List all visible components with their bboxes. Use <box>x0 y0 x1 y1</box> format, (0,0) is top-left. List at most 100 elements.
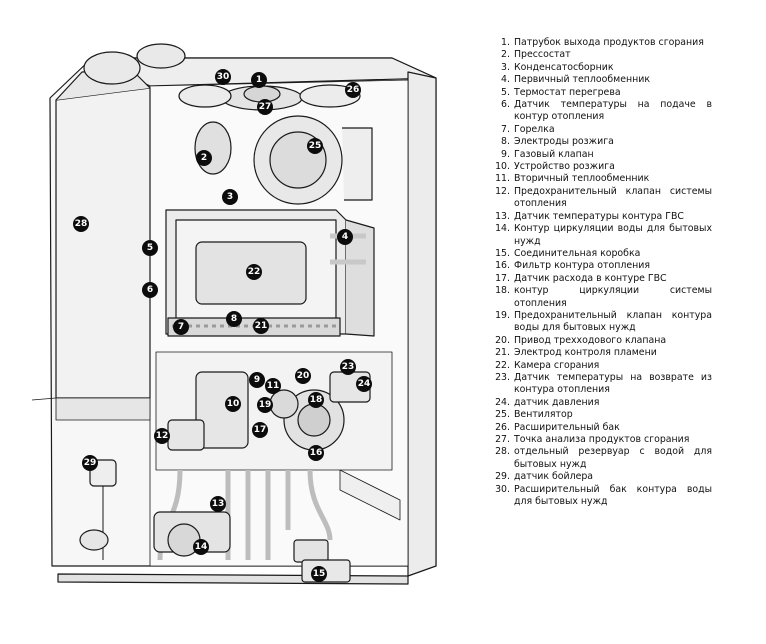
callout-1: 1 <box>251 72 267 88</box>
legend-item-label: датчик бойлера <box>514 471 594 483</box>
legend-item-label: отдельный резервуар с водой для бытовых … <box>514 446 712 470</box>
legend-item: 6.Датчик температуры на подаче в контур … <box>484 99 712 124</box>
callout-23: 23 <box>340 359 356 375</box>
legend-item-label: Датчик температуры на подаче в контур от… <box>514 99 712 123</box>
legend-item: 5. Термостат перегрева <box>484 87 712 99</box>
svg-text:25: 25 <box>309 141 322 151</box>
legend-item: 2.Прессостат <box>484 49 712 61</box>
legend-item-number: 13. <box>495 210 510 222</box>
legend-item: 28. отдельный резервуар с водой для бытов… <box>484 446 712 471</box>
legend-item: 11. Вторичный теплообменник <box>484 173 712 185</box>
legend-item-label: датчик давления <box>514 396 600 408</box>
callout-4: 4 <box>337 229 353 245</box>
svg-text:2: 2 <box>201 153 207 163</box>
legend-item: 9.Газовый клапан <box>484 149 712 161</box>
legend-item: 24. датчик давления <box>484 397 712 409</box>
legend-item-number: 20. <box>495 334 510 346</box>
legend-item-number: 5. <box>501 86 510 98</box>
legend-item-label: Вторичный теплообменник <box>514 173 650 185</box>
callout-19: 19 <box>257 397 273 413</box>
legend-item: 18.контур циркуляции системы отопления <box>484 285 712 310</box>
callout-9: 9 <box>249 372 265 388</box>
legend-item-label: Фильтр контура отопления <box>514 260 650 272</box>
callout-18: 18 <box>308 392 324 408</box>
legend-item: 15. Соединительная коробка <box>484 248 712 260</box>
legend-item-label: Контур циркуляции воды для бытовых нужд <box>514 223 712 247</box>
casing-front-frame <box>57 573 409 585</box>
legend-item-number: 1. <box>501 37 510 48</box>
legend-item-number: 24. <box>495 396 510 408</box>
legend-item: 3.Конденсатосборник <box>484 62 712 74</box>
legend-item-label: Газовый клапан <box>514 148 594 160</box>
legend-item-number: 8. <box>501 136 510 148</box>
legend-item-number: 18. <box>495 285 510 297</box>
legend-item: 4.Первичный теплообменник <box>484 74 712 86</box>
legend-item: 10.Устройство розжига <box>484 161 712 173</box>
legend-item: 14. Контур циркуляции воды для бытовых ну… <box>484 223 712 248</box>
legend-item-label: Датчик температуры на возврате из контур… <box>514 371 712 396</box>
legend-item-label: Привод трехходового клапана <box>514 334 667 346</box>
callout-28: 28 <box>73 216 89 232</box>
legend-item-label: Расширительный бак контура воды для быто… <box>514 483 712 508</box>
svg-text:7: 7 <box>178 322 184 332</box>
legend-item-label: Первичный теплообменник <box>514 74 650 86</box>
legend-item: 30.Расширительный бак контура воды для б… <box>484 484 712 509</box>
dhw-tank <box>55 87 151 399</box>
legend-item: 27.Точка анализа продуктов сгорания <box>484 434 712 446</box>
svg-text:1: 1 <box>256 75 262 85</box>
callout-7: 7 <box>173 319 189 335</box>
legend-item-number: 21. <box>495 347 510 359</box>
legend-item-number: 16. <box>495 260 510 272</box>
legend-item: 7.Горелка <box>484 124 712 136</box>
legend-item-label: Конденсатосборник <box>514 61 614 73</box>
casing-right-panel <box>407 71 437 577</box>
legend-item-label: Патрубок выхода продуктов сгорания <box>514 37 704 48</box>
legend-item-number: 28. <box>495 446 510 458</box>
legend-item-number: 14. <box>495 223 510 235</box>
svg-text:30: 30 <box>217 72 230 82</box>
legend-item-label: Датчик температуры контура ГВС <box>514 210 684 222</box>
legend-item: 8. Электроды розжига <box>484 136 712 148</box>
legend-item: 22.Камера сгорания <box>484 360 712 372</box>
legend-item: 26. Расширительный бак <box>484 422 712 434</box>
svg-text:3: 3 <box>227 192 233 202</box>
callout-8: 8 <box>226 311 242 327</box>
legend-item-number: 2. <box>501 49 510 61</box>
legend-item: 25.Вентилятор <box>484 409 712 421</box>
legend-item-label: Термостат перегрева <box>514 86 621 98</box>
svg-text:23: 23 <box>342 362 355 372</box>
legend-item: 16. Фильтр контура отопления <box>484 260 712 272</box>
legend-item-number: 10. <box>495 161 510 173</box>
callout-10: 10 <box>225 396 241 412</box>
legend-item-number: 26. <box>495 421 510 433</box>
svg-text:5: 5 <box>147 243 153 253</box>
svg-text:4: 4 <box>342 232 348 242</box>
svg-text:12: 12 <box>156 431 169 441</box>
callout-20: 20 <box>295 368 311 384</box>
legend-item: 19.Предохранительный клапан контура воды… <box>484 310 712 335</box>
legend-item-label: Соединительная коробка <box>514 247 641 259</box>
svg-text:22: 22 <box>248 267 261 277</box>
legend-item-label: Электроды розжига <box>514 136 614 148</box>
svg-text:6: 6 <box>147 285 153 295</box>
svg-text:18: 18 <box>310 395 323 405</box>
callout-21: 21 <box>253 318 269 334</box>
callout-17: 17 <box>252 422 268 438</box>
svg-text:21: 21 <box>255 321 268 331</box>
svg-text:11: 11 <box>267 381 280 391</box>
legend-item: 1. Патрубок выхода продуктов сгорания <box>484 37 712 49</box>
legend-item-label: Расширительный бак <box>514 421 620 433</box>
svg-text:26: 26 <box>347 85 360 95</box>
callout-2: 2 <box>196 150 212 166</box>
svg-text:19: 19 <box>259 400 272 410</box>
legend-item-label: Предохранительный клапан системы отоплен… <box>514 185 712 210</box>
legend-item-number: 25. <box>495 409 510 421</box>
legend-item: 29.датчик бойлера <box>484 471 712 483</box>
callout-27: 27 <box>257 99 273 115</box>
legend-item-number: 15. <box>495 247 510 259</box>
callout-11: 11 <box>265 378 281 394</box>
svg-text:29: 29 <box>84 458 97 468</box>
legend-item-number: 11. <box>495 173 510 185</box>
callout-24: 24 <box>356 376 372 392</box>
